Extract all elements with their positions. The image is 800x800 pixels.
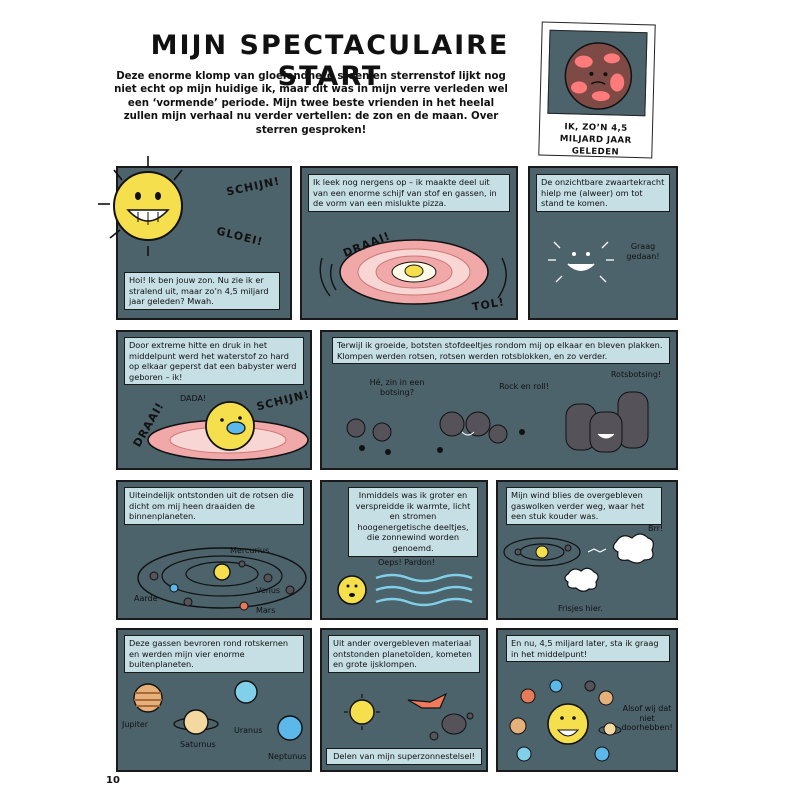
panel-disc: Ik leek nog nergens op – ik maakte deel …: [300, 166, 518, 320]
panel-gravity: De onzichtbare zwaartekracht hielp me (a…: [528, 166, 678, 320]
polaroid-image: [547, 29, 648, 117]
panel-caption: En nu, 4,5 miljard later, sta ik graag i…: [506, 635, 670, 663]
speech-fancy-a-collision: Hé, zin in een botsing?: [369, 378, 425, 397]
sfx-shine: SCHIJN!: [225, 174, 282, 199]
speech-chilly-here: Frisjes hier.: [558, 604, 603, 613]
panel-caption: Hoi! Ik ben jouw zon. Nu zie ik er stral…: [124, 272, 280, 310]
panel-caption: Door extreme hitte en druk in het middel…: [124, 337, 304, 386]
polaroid-caption: IK, ZO’N 4,5 MILJARD JAAR GELEDEN: [559, 122, 632, 158]
panel-solar-system-now: En nu, 4,5 miljard later, sta ik graag i…: [496, 628, 678, 772]
polaroid-photo: IK, ZO’N 4,5 MILJARD JAAR GELEDEN: [538, 21, 656, 159]
asteroids-comets-illustration: [344, 692, 474, 741]
panel-outer-planets: Deze gassen bevroren rond rotskernen en …: [116, 628, 312, 772]
panel-caption: Ik leek nog nergens op – ik maakte deel …: [308, 174, 510, 212]
panel-caption: Terwijl ik groeide, botsten stofdeeltjes…: [332, 337, 670, 365]
intro-text: Deze enorme klomp van gloeiendhete steen…: [114, 71, 508, 136]
speech-brr: Brr!: [648, 524, 664, 533]
solar-wind-illustration: [337, 573, 473, 607]
panel-solar-wind: Inmiddels was ik groter en verspreidde i…: [320, 480, 488, 620]
label-saturn: Saturnus: [180, 740, 216, 749]
label-uranus: Uranus: [234, 726, 263, 735]
label-venus: Venus: [256, 586, 281, 595]
speech-oops-sorry: Oeps! Pardon!: [378, 558, 435, 567]
label-earth: Aarde: [134, 594, 158, 603]
label-mercury: Mercurius: [230, 546, 270, 555]
gas-clouds-illustration: [503, 533, 654, 592]
baby-star-illustration: [147, 401, 309, 461]
panel-inner-planets: Uiteindelijk ontstonden uit de rotsen di…: [116, 480, 312, 620]
panel-caption: De onzichtbare zwaartekracht hielp me (a…: [536, 174, 670, 212]
speech-dada: DADA!: [180, 394, 207, 403]
panel-baby-star: Door extreme hitte en druk in het middel…: [116, 330, 312, 470]
label-jupiter: Jupiter: [122, 720, 149, 729]
solar-system-illustration: [509, 679, 622, 762]
panel-asteroids-comets: Uit ander overgebleven materiaal ontston…: [320, 628, 488, 772]
panel-caption-bottom: Delen van mijn superzonnestelsel!: [326, 748, 482, 765]
panel-gas-clouds: Mijn wind blies de overgebleven gaswolke…: [496, 480, 678, 620]
panel-caption: Inmiddels was ik groter en verspreidde i…: [348, 487, 478, 557]
outer-planets-illustration: [133, 680, 303, 741]
inner-planets-orbit-illustration: [137, 547, 307, 611]
gravity-face-icon: [548, 241, 614, 283]
speech-rock-collision: Rotsbotsing!: [610, 370, 662, 379]
panel-caption: Deze gassen bevroren rond rotskernen en …: [124, 635, 304, 673]
dust-disc-illustration: [319, 239, 507, 305]
speech-you-are-welcome: Graag gedaan!: [626, 242, 660, 261]
sfx-glow: GLOEI!: [215, 224, 265, 249]
panel-sun-intro: Hoi! Ik ben jouw zon. Nu zie ik er stral…: [116, 166, 292, 320]
label-mars: Mars: [256, 606, 276, 615]
panel-caption: Uit ander overgebleven materiaal ontston…: [328, 635, 480, 673]
early-earth-illustration: [564, 42, 633, 110]
speech-as-if-we-dont-notice: Alsof wij dat niet doorhebben!: [621, 704, 673, 732]
panel-caption: Mijn wind blies de overgebleven gaswolke…: [506, 487, 662, 525]
page-number: 10: [106, 775, 120, 786]
panel-collisions: Terwijl ik groeide, botsten stofdeeltjes…: [320, 330, 678, 470]
speech-rock-and-roll: Rock en roll!: [499, 382, 549, 391]
colliding-rocks-illustration: [346, 391, 649, 455]
panel-caption: Uiteindelijk ontstonden uit de rotsen di…: [124, 487, 304, 525]
sun-character-icon: [98, 156, 183, 256]
label-neptune: Neptunus: [268, 752, 307, 761]
page-title: MIJN SPECTACULAIRE START: [150, 30, 510, 92]
